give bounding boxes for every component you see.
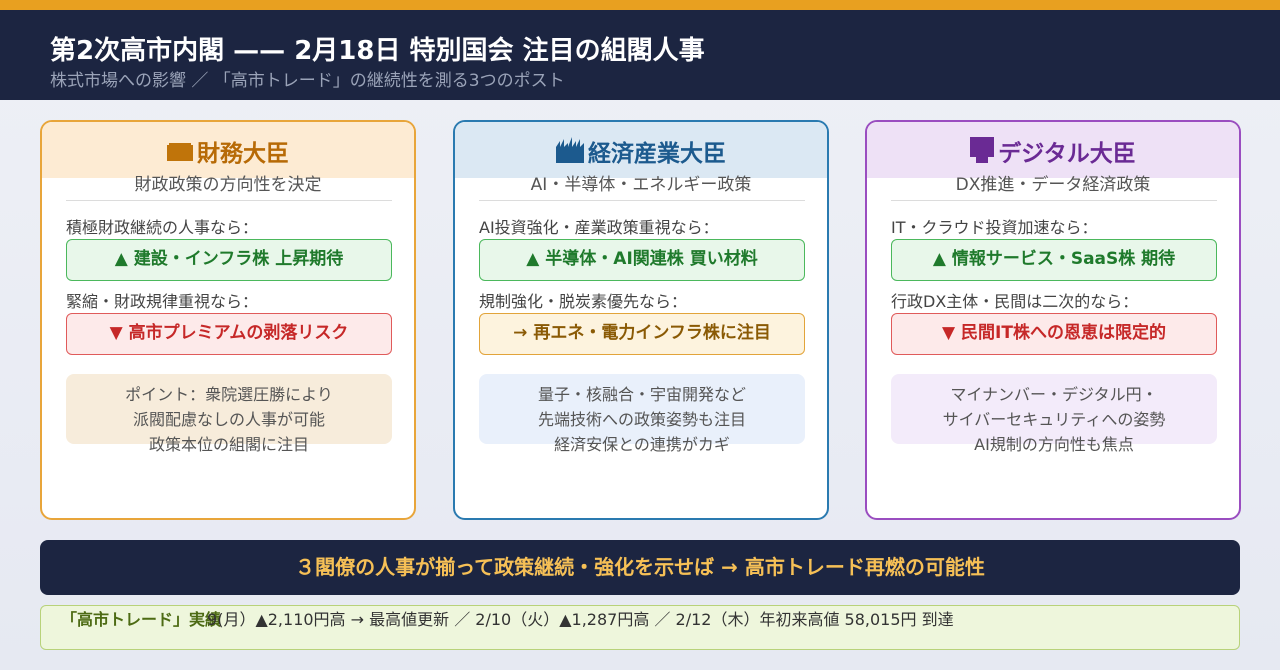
results-label: 「高市トレード」実績: [61, 610, 222, 629]
outcome-badge-up: ▲ 情報サービス・SaaS株 期待: [891, 239, 1217, 281]
page-subtitle: 株式市場への影響 ／ 「高市トレード」の継続性を測る3つのポスト: [50, 71, 565, 91]
condition-label: 行政DX主体・民間は二次的なら：: [891, 292, 1139, 311]
condition-label: AI投資強化・産業政策重視なら：: [479, 218, 719, 237]
results-text: 9(月）▲2,110円高 → 最高値更新 ／ 2/10（火）▲1,287円高 ／…: [207, 610, 954, 629]
card-note: 量子・核融合・宇宙開発など 先端技術への政策姿勢も注目 経済安保との連携がカギ: [479, 374, 805, 454]
card-header: [42, 122, 414, 178]
note-line: 量子・核融合・宇宙開発など: [537, 385, 746, 404]
card-role-subtitle: 財政政策の方向性を決定: [134, 175, 322, 195]
card-header: [455, 122, 827, 178]
outcome-badge-down: ▼ 高市プレミアムの剥落リスク: [66, 313, 392, 355]
building-icon: [167, 143, 193, 169]
card-role-subtitle: DX推進・データ経済政策: [955, 175, 1151, 195]
card-note: ポイント：衆院選圧勝により 派閥配慮なしの人事が可能 政策本位の組閣に注目: [66, 374, 392, 454]
condition-label: 規制強化・脱炭素優先なら：: [479, 292, 688, 311]
divider: [479, 200, 805, 201]
condition-label: 積極財政継続の人事なら：: [66, 218, 259, 237]
page-title: 第2次高市内閣 —— 2月18日 特別国会 注目の組閣人事: [50, 36, 705, 66]
card-role-subtitle: AI・半導体・エネルギー政策: [530, 175, 752, 195]
card-role-title: デジタル大臣: [998, 141, 1136, 167]
divider: [66, 200, 392, 201]
note-line: 経済安保との連携がカギ: [554, 435, 730, 454]
note-line: AI規制の方向性も焦点: [974, 435, 1134, 454]
card-meti-minister: 経済産業大臣 AI・半導体・エネルギー政策 AI投資強化・産業政策重視なら： ▲…: [453, 120, 829, 520]
accent-bar: [0, 0, 1280, 10]
computer-icon: [970, 137, 995, 169]
card-digital-minister: デジタル大臣 DX推進・データ経済政策 IT・クラウド投資加速なら： ▲ 情報サ…: [865, 120, 1241, 520]
note-line: 派閥配慮なしの人事が可能: [132, 410, 325, 429]
note-line: 先端技術への政策姿勢も注目: [537, 410, 746, 429]
outcome-badge-up: ▲ 半導体・AI関連株 買い材料: [479, 239, 805, 281]
outcome-badge-up: ▲ 建設・インフラ株 上昇期待: [66, 239, 392, 281]
factory-icon: [556, 137, 584, 169]
condition-label: IT・クラウド投資加速なら：: [891, 218, 1098, 237]
note-line: マイナンバー・デジタル円・: [950, 385, 1158, 404]
card-finance-minister: 財務大臣 財政政策の方向性を決定 積極財政継続の人事なら： ▲ 建設・インフラ株…: [40, 120, 416, 520]
condition-label: 緊縮・財政規律重視なら：: [66, 292, 259, 311]
card-role-title: 経済産業大臣: [588, 141, 726, 167]
note-line: サイバーセキュリティへの姿勢: [942, 410, 1166, 429]
page-header: 第2次高市内閣 —— 2月18日 特別国会 注目の組閣人事 株式市場への影響 ／…: [0, 10, 1280, 100]
outcome-badge-neutral: → 再エネ・電力インフラ株に注目: [479, 313, 805, 355]
results-bar: 「高市トレード」実績9(月）▲2,110円高 → 最高値更新 ／ 2/10（火）…: [40, 605, 1240, 650]
card-note: マイナンバー・デジタル円・ サイバーセキュリティへの姿勢 AI規制の方向性も焦点: [891, 374, 1217, 454]
note-line: 政策本位の組閣に注目: [148, 435, 309, 454]
outcome-badge-down: ▼ 民間IT株への恩恵は限定的: [891, 313, 1217, 355]
divider: [891, 200, 1217, 201]
summary-banner: ３閣僚の人事が揃って政策継続・強化を示せば → 高市トレード再燃の可能性: [40, 540, 1240, 595]
note-line: ポイント：衆院選圧勝により: [125, 385, 333, 404]
card-role-title: 財務大臣: [197, 141, 289, 167]
card-header: [867, 122, 1239, 178]
